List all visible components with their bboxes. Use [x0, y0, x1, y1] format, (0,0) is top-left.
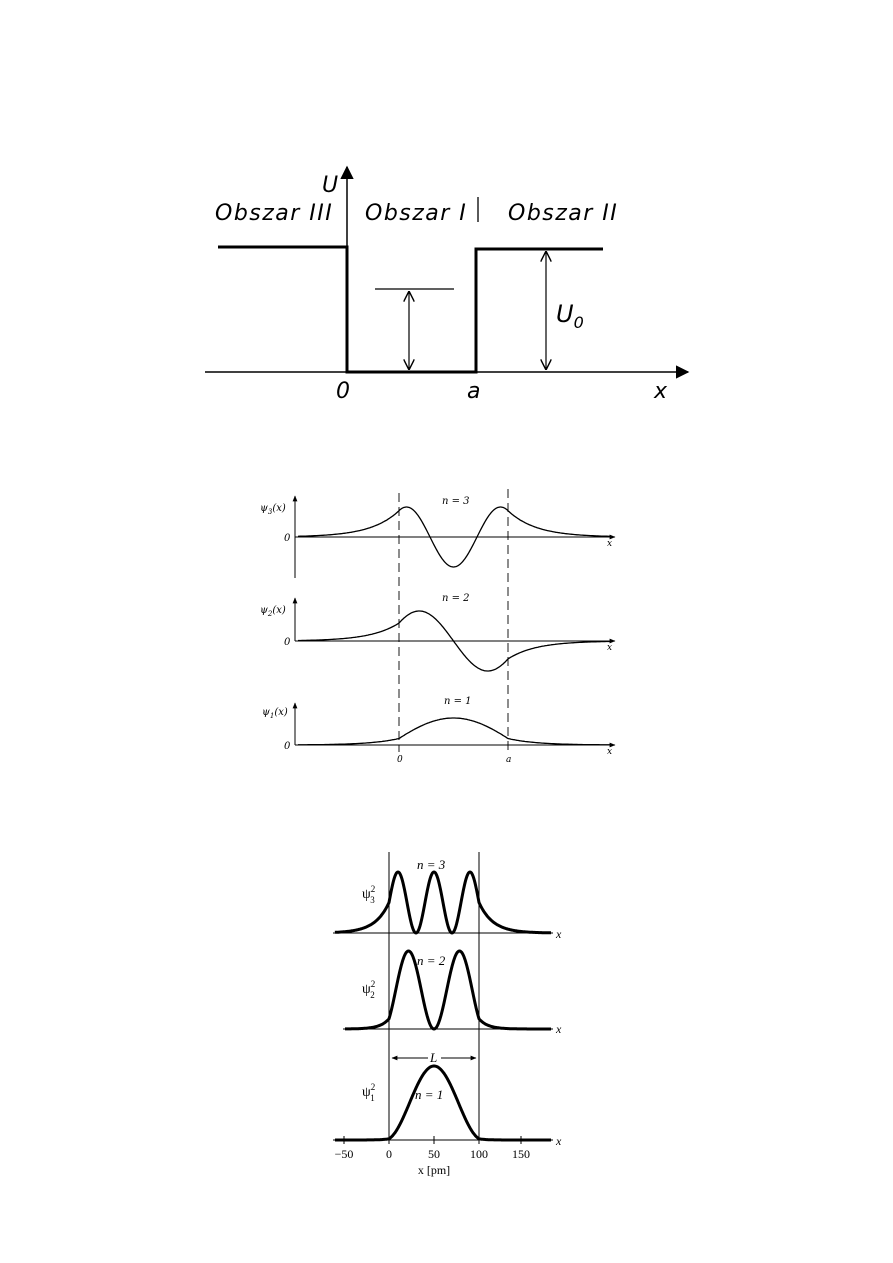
tick-zero: 0	[336, 379, 350, 404]
psi3-zero: 0	[284, 533, 291, 544]
well-tick-a: a	[506, 755, 511, 765]
potential-well-diagram: U x Obszar III Obszar I Obszar II 0 a U0	[205, 165, 690, 404]
psi2-x-label: x	[607, 643, 612, 653]
u-axis-label: U	[322, 173, 338, 198]
psi1-x-label: x	[607, 747, 612, 757]
density-n1-n-label: n = 1	[415, 1087, 443, 1102]
x-ticks: −50 0 50 100 150 x [pm]	[335, 1136, 530, 1177]
tick-label: −50	[335, 1147, 354, 1161]
density-n1-x-label: x	[555, 1134, 562, 1148]
psi1-n-label: n = 1	[444, 696, 472, 707]
psi1-zero: 0	[284, 741, 291, 752]
psi2-label: ψ2(x)	[260, 605, 286, 618]
tick-label: 50	[428, 1147, 440, 1161]
density-n2-curve	[345, 949, 551, 1031]
psi3-x-label: x	[607, 539, 612, 549]
x-axis-label: x	[653, 379, 668, 404]
tick-label: 0	[386, 1147, 392, 1161]
axis-title: x [pm]	[418, 1163, 450, 1177]
barrier-height-label: U0	[556, 300, 584, 332]
psi1-curve	[298, 717, 612, 746]
psi3-n-label: n = 3	[442, 496, 470, 507]
density-n1-curve	[335, 1064, 551, 1142]
region-label-left: Obszar III	[215, 201, 333, 226]
tick-label: 150	[512, 1147, 530, 1161]
psi2-curve	[298, 610, 613, 672]
tick-label: 100	[470, 1147, 488, 1161]
density-n3-n-label: n = 3	[417, 857, 446, 872]
psi3-curve	[298, 506, 613, 568]
well-tick-zero: 0	[397, 755, 403, 765]
density-n3-x-label: x	[555, 927, 562, 941]
psi3-label: ψ3(x)	[260, 503, 286, 516]
density-n2-x-label: x	[555, 1022, 562, 1036]
well-width-label: L	[429, 1050, 437, 1065]
psi3-panel: ψ3(x) 0 x n = 3	[260, 495, 616, 578]
potential-profile	[218, 245, 603, 374]
region-label-right: Obszar II	[508, 201, 618, 226]
psi2-panel: ψ2(x) 0 x n = 2	[260, 593, 616, 672]
wavefunction-diagram: ψ3(x) 0 x n = 3 ψ2(x) 0 x n = 2 ψ1(x) 0 …	[260, 489, 616, 765]
density-n2-n-label: n = 2	[417, 953, 446, 968]
psi1-label: ψ1(x)	[262, 707, 288, 720]
region-label-middle: Obszar I	[365, 201, 467, 226]
density-n3-curve	[334, 870, 551, 935]
psi2-n-label: n = 2	[442, 593, 470, 604]
well-width-label-bg	[428, 1051, 441, 1064]
tick-a: a	[467, 379, 480, 404]
psi1-panel: ψ1(x) 0 x n = 1	[262, 696, 616, 757]
psi2-zero: 0	[284, 637, 291, 648]
